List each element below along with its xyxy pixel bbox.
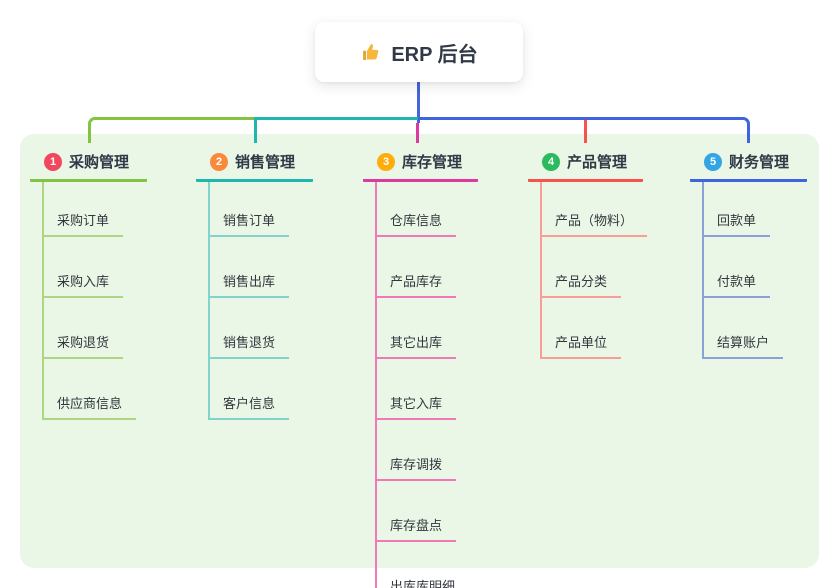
child-node[interactable]: 采购退货: [44, 298, 124, 359]
branch-node-sales[interactable]: 2 销售管理: [196, 146, 313, 182]
child-label: 供应商信息: [57, 396, 123, 411]
branch-node-product[interactable]: 4 产品管理: [528, 146, 643, 182]
thumbs-up-icon: [360, 42, 381, 63]
branches-background-panel: [20, 134, 819, 568]
child-node[interactable]: 产品（物料）: [542, 182, 648, 237]
root-node[interactable]: ERP 后台: [315, 22, 523, 82]
branch-children-inventory: 仓库信息 产品库存 其它出库 其它入库 库存调拨 库存盘点 出库库明细: [375, 182, 469, 588]
child-label: 仓库信息: [390, 213, 443, 228]
connector-sales: [254, 117, 418, 143]
child-label: 产品分类: [555, 274, 608, 289]
branch-number-badge: 1: [44, 152, 62, 171]
child-label: 产品（物料）: [555, 213, 634, 228]
child-node[interactable]: 产品单位: [542, 298, 622, 359]
child-label: 结算账户: [717, 335, 770, 350]
child-label: 销售出库: [223, 274, 276, 289]
connector-product: [584, 120, 587, 143]
child-node[interactable]: 客户信息: [210, 359, 290, 420]
branch-node-finance[interactable]: 5 财务管理: [690, 146, 807, 182]
child-label: 付款单: [717, 274, 757, 289]
connector-purchase: [88, 117, 254, 143]
root-connector-line: [417, 82, 420, 123]
child-node[interactable]: 库存盘点: [377, 481, 457, 542]
child-label: 销售订单: [223, 213, 276, 228]
child-label: 回款单: [717, 213, 757, 228]
branch-title: 销售管理: [235, 154, 296, 171]
child-label: 其它入库: [390, 396, 443, 411]
child-label: 库存盘点: [390, 518, 443, 533]
child-label: 采购订单: [57, 213, 110, 228]
child-label: 产品单位: [555, 335, 608, 350]
branch-node-purchase[interactable]: 1 采购管理: [30, 146, 147, 182]
child-label: 采购退货: [57, 335, 110, 350]
branch-children-product: 产品（物料） 产品分类 产品单位: [540, 182, 648, 359]
child-node[interactable]: 产品分类: [542, 237, 622, 298]
branch-number-badge: 5: [704, 152, 722, 171]
branch-number-badge: 3: [377, 152, 395, 171]
child-node[interactable]: 采购订单: [44, 182, 124, 237]
child-label: 销售退货: [223, 335, 276, 350]
child-node[interactable]: 销售订单: [210, 182, 290, 237]
branch-finance-management: 5 财务管理 回款单 付款单 结算账户: [690, 146, 807, 359]
branch-title: 库存管理: [402, 154, 463, 171]
child-node[interactable]: 采购入库: [44, 237, 124, 298]
branch-title: 采购管理: [69, 154, 130, 171]
branch-node-inventory[interactable]: 3 库存管理: [363, 146, 478, 182]
child-node[interactable]: 产品库存: [377, 237, 457, 298]
branch-title: 产品管理: [567, 154, 628, 171]
child-node[interactable]: 回款单: [704, 182, 771, 237]
child-node[interactable]: 销售退货: [210, 298, 290, 359]
child-node[interactable]: 其它出库: [377, 298, 457, 359]
branch-children-finance: 回款单 付款单 结算账户: [702, 182, 784, 359]
connector-finance: [418, 117, 750, 143]
child-label: 采购入库: [57, 274, 110, 289]
child-node[interactable]: 其它入库: [377, 359, 457, 420]
child-label: 出库库明细: [390, 579, 456, 588]
child-node[interactable]: 结算账户: [704, 298, 784, 359]
branch-number-badge: 2: [210, 152, 228, 171]
child-label: 其它出库: [390, 335, 443, 350]
child-node[interactable]: 仓库信息: [377, 182, 457, 237]
branch-sales-management: 2 销售管理 销售订单 销售出库 销售退货 客户信息: [196, 146, 313, 420]
branch-children-sales: 销售订单 销售出库 销售退货 客户信息: [208, 182, 290, 420]
child-node[interactable]: 库存调拨: [377, 420, 457, 481]
branch-title: 财务管理: [729, 154, 790, 171]
connector-inventory: [416, 123, 419, 143]
branch-product-management: 4 产品管理 产品（物料） 产品分类 产品单位: [528, 146, 648, 359]
branch-inventory-management: 3 库存管理 仓库信息 产品库存 其它出库 其它入库 库存调拨 库存盘点 出库库…: [363, 146, 478, 588]
branch-children-purchase: 采购订单 采购入库 采购退货 供应商信息: [42, 182, 137, 420]
root-title: ERP 后台: [391, 43, 478, 66]
branch-purchase-management: 1 采购管理 采购订单 采购入库 采购退货 供应商信息: [30, 146, 147, 420]
child-label: 库存调拨: [390, 457, 443, 472]
branch-number-badge: 4: [542, 152, 560, 171]
child-node[interactable]: 供应商信息: [44, 359, 137, 420]
child-node[interactable]: 付款单: [704, 237, 771, 298]
child-label: 客户信息: [223, 396, 276, 411]
child-node[interactable]: 销售出库: [210, 237, 290, 298]
child-label: 产品库存: [390, 274, 443, 289]
child-node[interactable]: 出库库明细: [377, 542, 469, 588]
